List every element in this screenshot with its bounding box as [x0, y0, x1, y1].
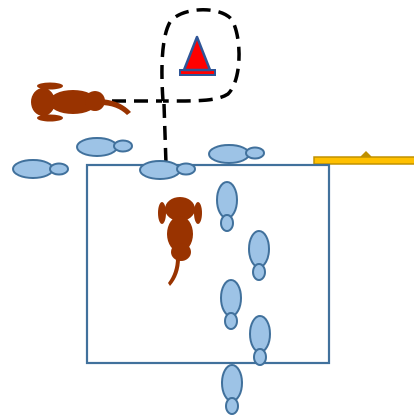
cat-ear-left: [158, 202, 166, 224]
footprint-heel: [49, 162, 69, 176]
dashed-path: [112, 8, 241, 165]
footprint-heel: [252, 263, 266, 281]
footprint-sole: [208, 144, 250, 164]
yellow-bar: [313, 151, 414, 165]
footprint-heel: [113, 139, 133, 153]
footprint-icon: [221, 364, 243, 415]
footprint-icon: [220, 279, 242, 330]
footprint-sole: [216, 181, 238, 219]
footprint-heel: [225, 397, 239, 415]
room-outline: [85, 163, 331, 365]
footprint-sole: [12, 159, 54, 179]
cat-paw-top: [37, 82, 63, 90]
footprint-icon: [249, 315, 271, 366]
footprint-heel: [224, 312, 238, 330]
cone-icon: [179, 35, 216, 76]
cat-ear-right: [194, 202, 202, 224]
dashed-region-outline: [160, 8, 241, 103]
cat-body: [167, 216, 193, 252]
footprint-icon: [216, 181, 238, 232]
cone-body: [182, 35, 212, 72]
footprint-sole: [249, 315, 271, 353]
cat-hip: [85, 91, 105, 111]
cat-body: [49, 90, 97, 114]
footprint-heel: [176, 162, 196, 176]
dashed-path-vertical: [162, 103, 168, 165]
cat-head: [165, 197, 195, 221]
footprint-sole: [248, 230, 270, 268]
yellow-bar-notch: [360, 151, 372, 157]
cat-silhouette-icon: [31, 82, 131, 122]
cat-tail: [100, 99, 131, 115]
footprint-sole: [221, 364, 243, 402]
footprint-icon: [139, 160, 196, 180]
footprint-sole: [220, 279, 242, 317]
cat-paw-bottom: [37, 114, 63, 122]
footprint-heel: [220, 214, 234, 232]
footprint-sole: [139, 160, 181, 180]
cat-tail: [168, 258, 180, 286]
footprint-icon: [76, 137, 133, 157]
footprint-icon: [208, 144, 265, 164]
cat-head: [31, 88, 55, 116]
cat-silhouette-icon: [158, 197, 202, 286]
footprint-sole: [76, 137, 118, 157]
footprint-heel: [245, 146, 265, 160]
footprint-heel: [253, 348, 267, 366]
cat-hip: [171, 243, 191, 261]
footprint-icon: [12, 159, 69, 179]
yellow-bar-body: [313, 156, 414, 165]
footprint-icon: [248, 230, 270, 281]
